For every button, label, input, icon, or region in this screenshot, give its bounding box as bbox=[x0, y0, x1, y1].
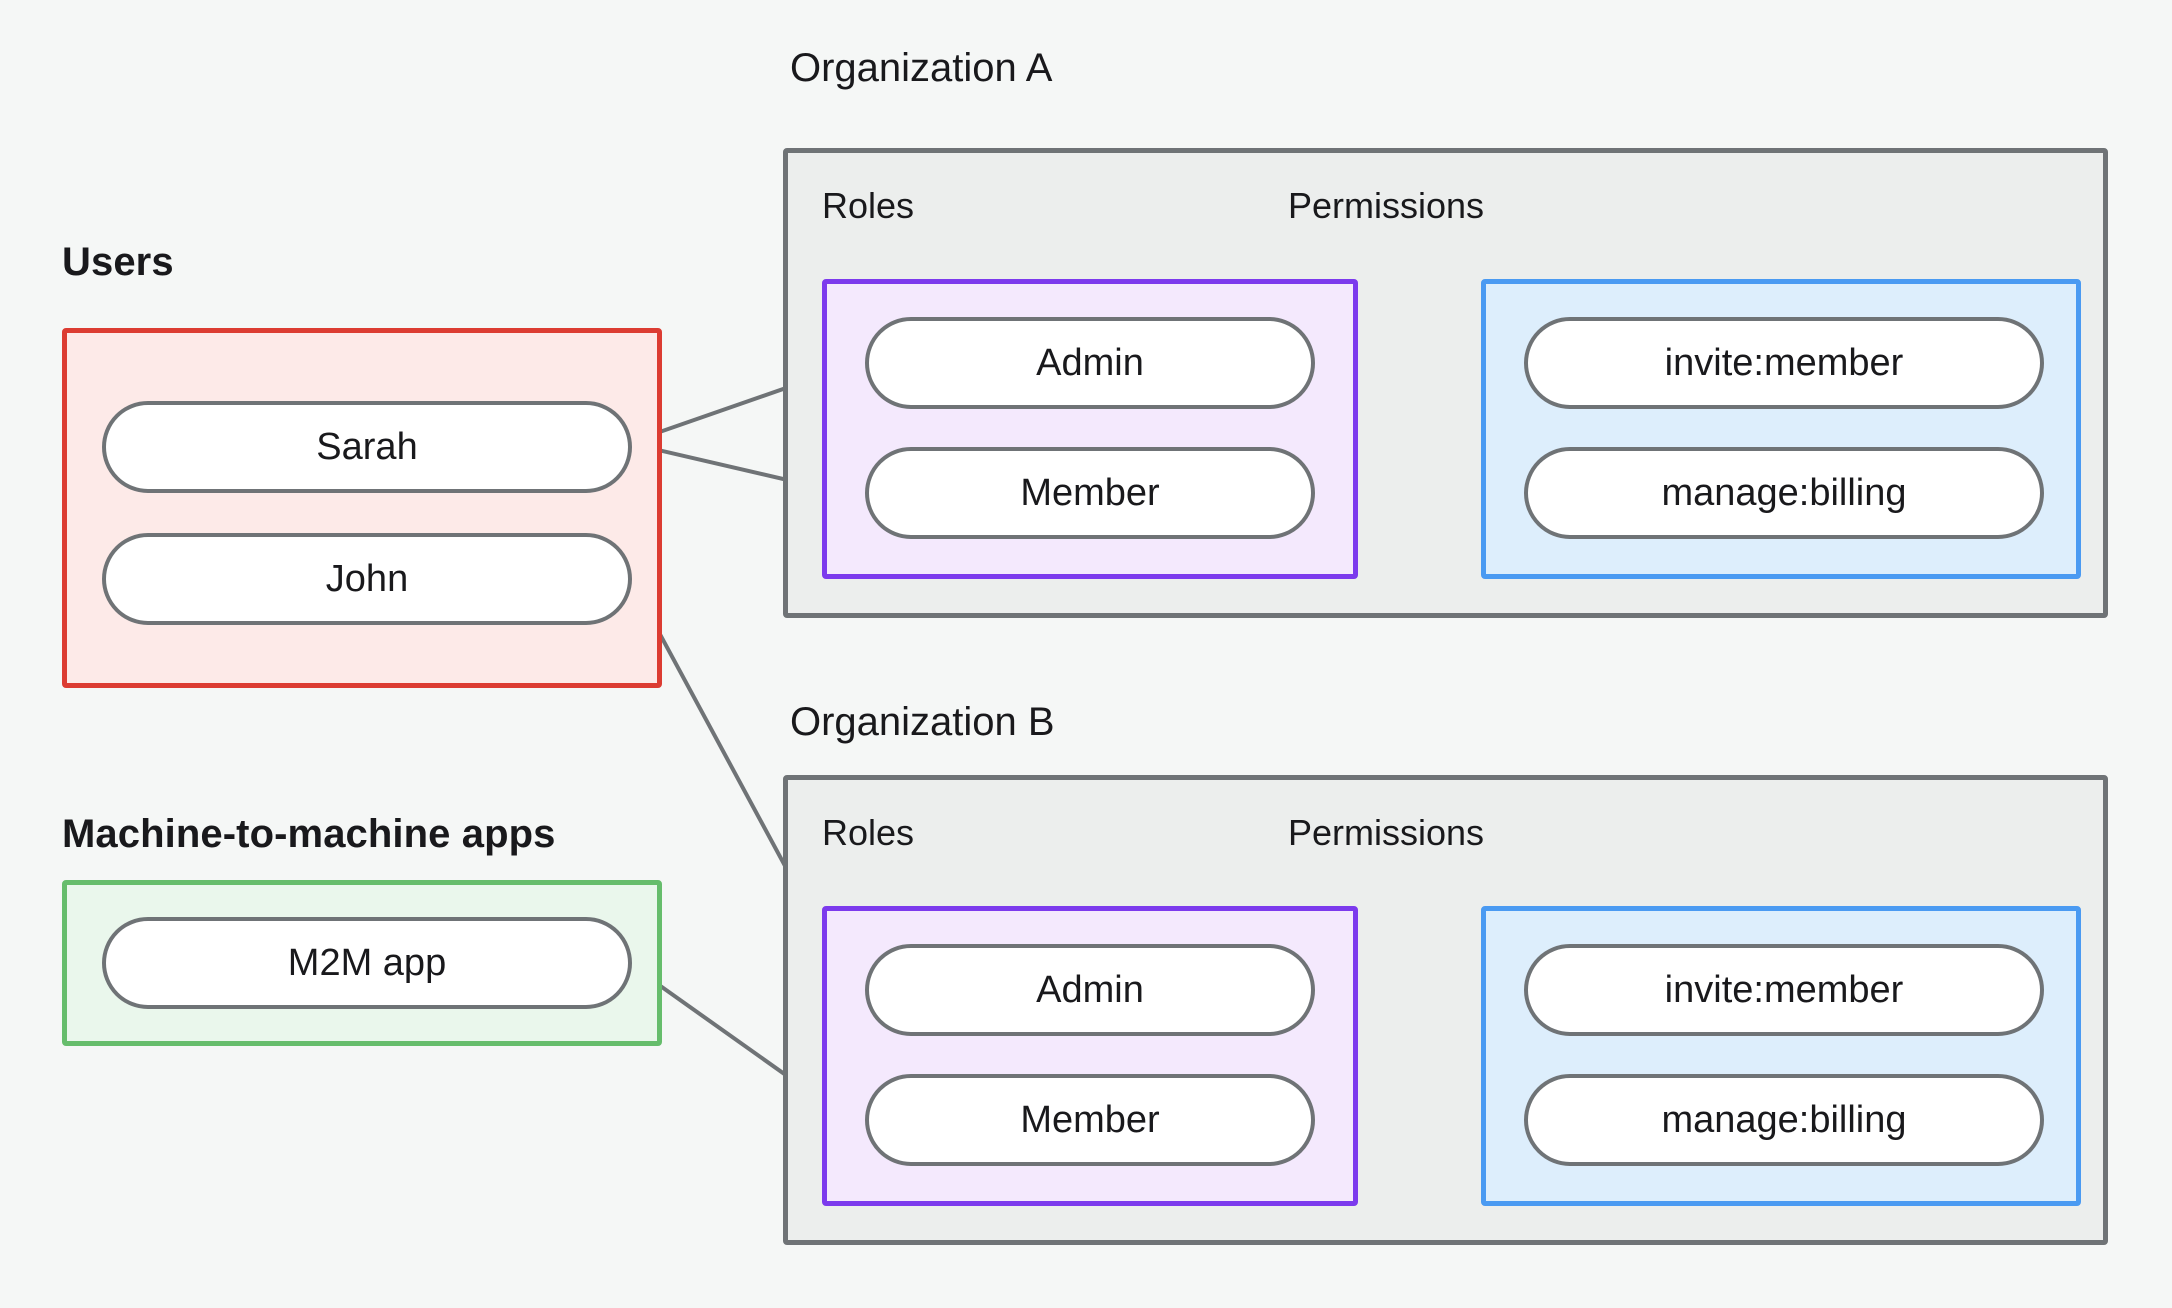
m2m-node-app[interactable]: M2M app bbox=[102, 917, 632, 1009]
users-container: Sarah John bbox=[62, 328, 662, 688]
org-b-title: Organization B bbox=[790, 700, 1055, 744]
org-b-permissions-group: invite:member manage:billing bbox=[1481, 906, 2081, 1206]
org-b-permission-manage-billing[interactable]: manage:billing bbox=[1524, 1074, 2044, 1166]
org-a-permissions-group: invite:member manage:billing bbox=[1481, 279, 2081, 579]
org-b-permissions-label: Permissions bbox=[1288, 812, 1485, 853]
org-a-container: Roles Permissions Admin Member invite:me… bbox=[783, 148, 2108, 618]
org-b-permission-invite-member[interactable]: invite:member bbox=[1524, 944, 2044, 1036]
org-a-permissions-label: Permissions bbox=[1288, 185, 1485, 226]
org-a-role-member[interactable]: Member bbox=[865, 447, 1315, 539]
users-section-label: Users bbox=[62, 240, 174, 284]
org-a-permission-manage-billing[interactable]: manage:billing bbox=[1524, 447, 2044, 539]
user-node-sarah[interactable]: Sarah bbox=[102, 401, 632, 493]
org-b-role-admin[interactable]: Admin bbox=[865, 944, 1315, 1036]
user-node-john[interactable]: John bbox=[102, 533, 632, 625]
org-a-permission-invite-member[interactable]: invite:member bbox=[1524, 317, 2044, 409]
org-a-role-admin[interactable]: Admin bbox=[865, 317, 1315, 409]
org-a-title: Organization A bbox=[790, 46, 1053, 90]
m2m-section-label: Machine-to-machine apps bbox=[62, 812, 556, 856]
org-a-roles-group: Admin Member bbox=[822, 279, 1358, 579]
org-b-container: Roles Permissions Admin Member invite:me… bbox=[783, 775, 2108, 1245]
org-b-roles-label: Roles bbox=[822, 812, 915, 853]
org-b-role-member[interactable]: Member bbox=[865, 1074, 1315, 1166]
org-a-roles-label: Roles bbox=[822, 185, 915, 226]
org-b-roles-group: Admin Member bbox=[822, 906, 1358, 1206]
m2m-container: M2M app bbox=[62, 880, 662, 1046]
